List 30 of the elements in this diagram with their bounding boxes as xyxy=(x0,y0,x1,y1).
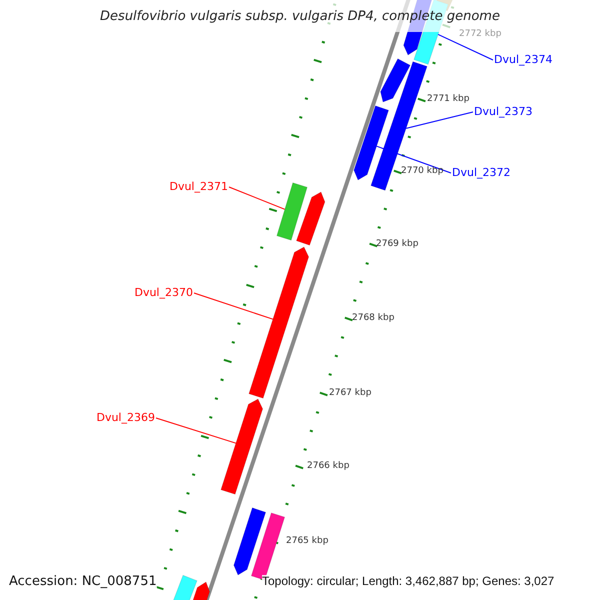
scale-label: 2770 kbp xyxy=(401,167,444,177)
accession-text: Accession: NC_008751 xyxy=(9,574,157,590)
leader-line xyxy=(156,418,236,444)
genome-info-text: Topology: circular; Length: 3,462,887 bp; Genes: 3,027 xyxy=(262,575,554,589)
scale-label: 2771 kbp xyxy=(427,95,470,105)
gene-feature xyxy=(296,192,326,246)
scale-label: 2769 kbp xyxy=(376,240,418,250)
leader-line xyxy=(438,34,494,60)
gene-feature xyxy=(248,246,310,399)
leader-line xyxy=(194,292,274,320)
gene-feature xyxy=(380,58,411,102)
gene-label: Dvul_2372 xyxy=(452,166,511,180)
gene-feature xyxy=(354,105,389,180)
gene-block xyxy=(276,182,308,241)
gene-label: Dvul_2373 xyxy=(474,106,533,118)
gene-label: Dvul_2371 xyxy=(169,180,228,194)
gene-label: Dvul_2370 xyxy=(134,286,193,300)
scale-label: 2767 kbp xyxy=(329,389,372,399)
leader-line xyxy=(228,186,286,210)
leader-line xyxy=(406,112,474,129)
scale-label: 2766 kbp xyxy=(307,462,350,472)
gene-label: Dvul_2374 xyxy=(494,54,553,66)
scale-label: 2772 kbp xyxy=(459,30,502,40)
scale-label: 2768 kbp xyxy=(352,314,394,324)
gene-feature xyxy=(233,507,266,576)
gene-feature xyxy=(220,398,264,495)
title: Desulfovibrio vulgaris subsp. vulgaris DP4, complete genome xyxy=(100,10,500,24)
scale-label: 2765 kbp xyxy=(286,537,328,547)
leader-line xyxy=(376,146,452,174)
gene-label: Dvul_2369 xyxy=(96,412,155,424)
